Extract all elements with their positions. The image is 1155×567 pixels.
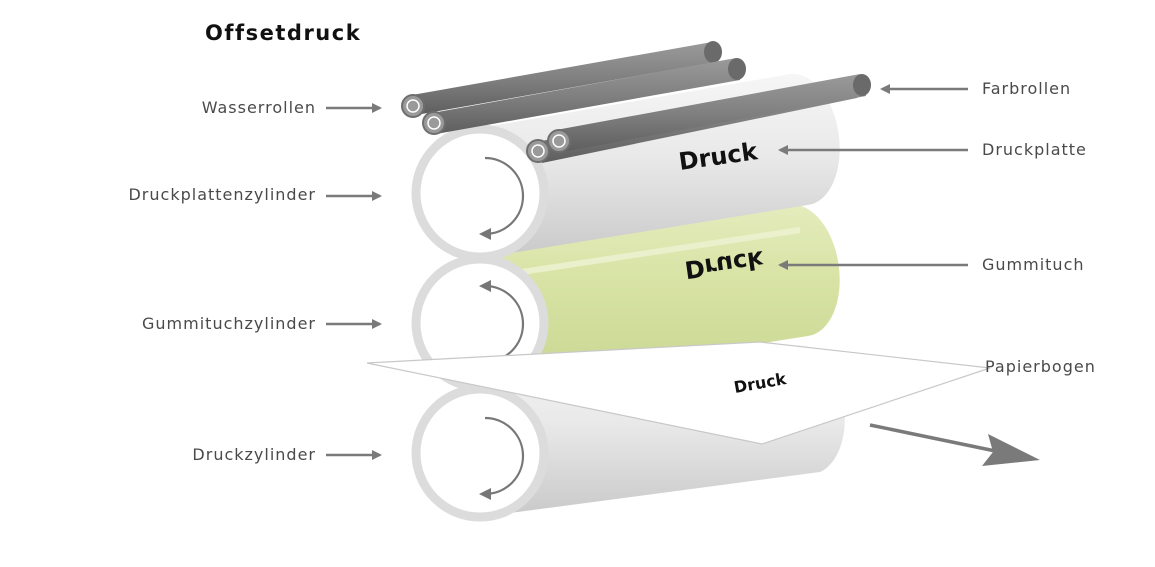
paper-direction-arrow [869,423,1040,466]
ink-rollers [526,74,871,163]
label-gummituch: Gummituch [778,255,1085,274]
water-roller-front [422,58,746,135]
label-wasserrollen: Wasserrollen [202,98,382,117]
label-druckplattenzylinder: Druckplattenzylinder [128,185,382,204]
label-gummituch-text: Gummituch [982,255,1085,274]
label-gummituchzylinder-text: Gummituchzylinder [142,314,316,333]
ink-roller-front [547,74,871,153]
label-papierbogen-text: Papierbogen [985,357,1096,376]
label-farbrollen: Farbrollen [880,79,1071,98]
water-rollers [401,41,746,135]
label-druckplattenzylinder-text: Druckplattenzylinder [128,185,316,204]
diagram-title: Offsetdruck [205,21,361,45]
label-druckplatte: Druckplatte [778,140,1087,159]
label-papierbogen: Papierbogen [985,357,1096,376]
label-druckzylinder: Druckzylinder [192,445,382,464]
label-gummituchzylinder: Gummituchzylinder [142,314,382,333]
label-wasserrollen-text: Wasserrollen [202,98,316,117]
paper-sheet: Druck [366,341,991,445]
water-roller-back [401,41,722,118]
label-druckplatte-text: Druckplatte [982,140,1087,159]
label-druckzylinder-text: Druckzylinder [192,445,316,464]
label-farbrollen-text: Farbrollen [982,79,1071,98]
